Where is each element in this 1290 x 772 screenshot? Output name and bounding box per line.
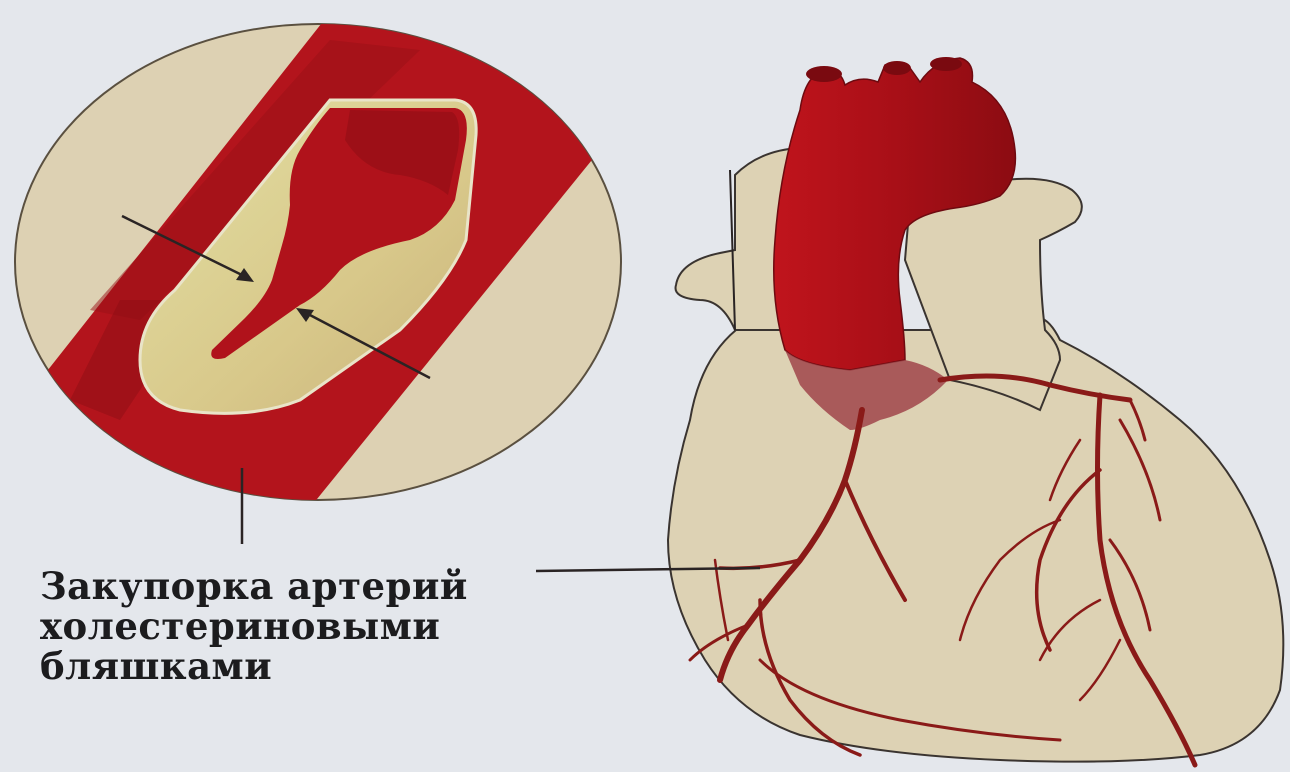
- caption-line-3: бляшками: [40, 646, 468, 686]
- diagram-caption: Закупорка артерий холестериновыми бляшка…: [40, 566, 468, 686]
- vessel-opening-3: [930, 57, 962, 71]
- heart-illustration: [536, 57, 1283, 765]
- caption-line-2: холестериновыми: [40, 606, 468, 646]
- caption-line-1: Закупорка артерий: [40, 566, 468, 606]
- magnified-artery-view: [15, 0, 621, 544]
- vessel-opening-2: [883, 61, 911, 75]
- vessel-opening-1: [806, 66, 842, 82]
